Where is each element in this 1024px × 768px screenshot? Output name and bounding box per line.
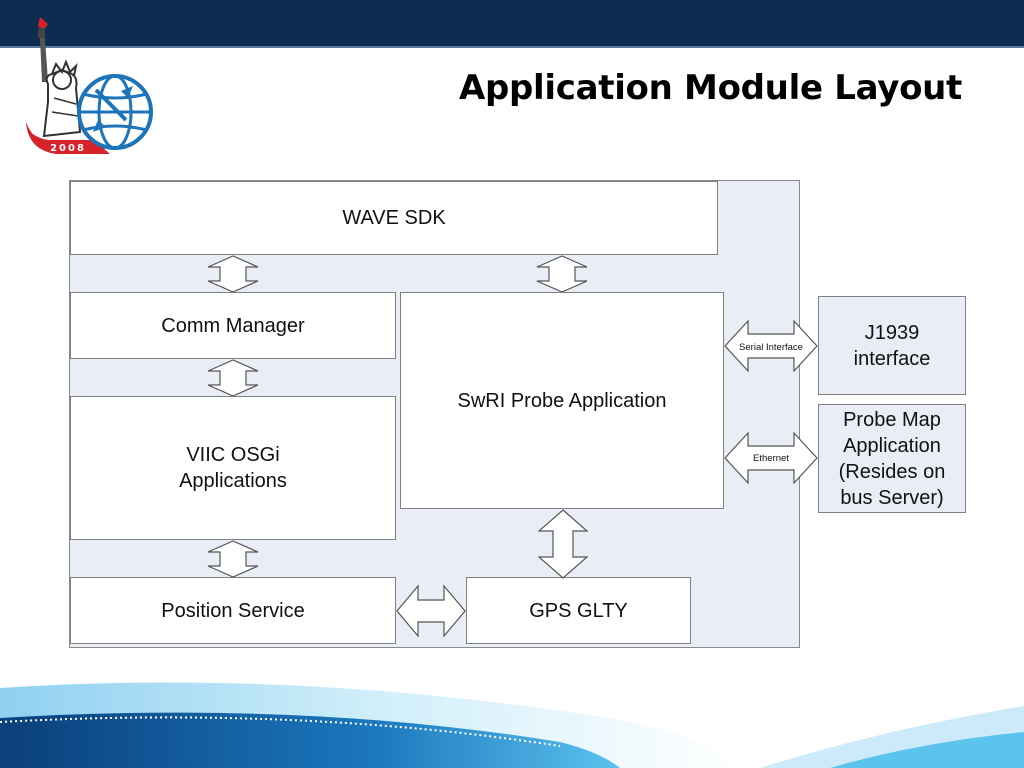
position-gps-arrow	[396, 584, 466, 638]
ethernet-label: Ethernet	[753, 453, 789, 464]
wave-comm-arrow	[207, 255, 259, 293]
viic-osgi-box: VIIC OSGi Applications	[70, 396, 396, 540]
logo-year: 2008	[50, 143, 86, 154]
footer-wave-decoration	[0, 682, 1024, 768]
serial-interface-arrow: Serial Interface	[724, 319, 818, 373]
position-service-box: Position Service	[70, 577, 396, 644]
gps-glty-box: GPS GLTY	[466, 577, 691, 644]
globe-icon	[77, 74, 153, 150]
comm-manager-box: Comm Manager	[70, 292, 396, 359]
wave-sdk-box: WAVE SDK	[70, 181, 718, 255]
top-banner	[0, 0, 1024, 48]
probe-map-application-box: Probe Map Application (Resides on bus Se…	[818, 404, 966, 513]
wave-swri-arrow	[536, 255, 588, 293]
ethernet-arrow: Ethernet	[724, 431, 818, 485]
slide-title: Application Module Layout	[458, 68, 962, 108]
conference-logo: 2008	[26, 17, 153, 154]
viic-position-arrow	[207, 540, 259, 578]
swri-gps-arrow	[537, 509, 589, 579]
serial-interface-label: Serial Interface	[739, 342, 803, 353]
comm-viic-arrow	[207, 359, 259, 397]
statue-of-liberty-icon	[38, 17, 82, 138]
swri-probe-box: SwRI Probe Application	[400, 292, 724, 509]
j1939-interface-box: J1939 interface	[818, 296, 966, 395]
